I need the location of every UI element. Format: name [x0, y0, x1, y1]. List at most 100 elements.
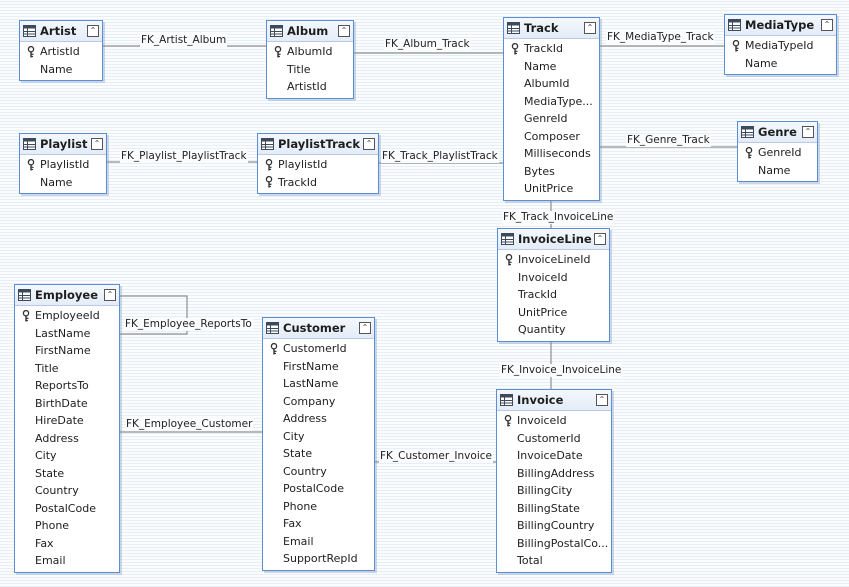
table-header[interactable]: Artist⌃ — [20, 21, 102, 42]
key-slot — [271, 45, 285, 58]
column-row[interactable]: InvoiceLineId — [498, 251, 609, 269]
column-row[interactable]: LastName — [263, 375, 374, 393]
collapse-icon[interactable]: ⌃ — [594, 233, 606, 245]
column-row[interactable]: UnitPrice — [498, 304, 609, 322]
column-row[interactable]: Country — [15, 482, 119, 500]
column-row[interactable]: City — [15, 447, 119, 465]
column-row[interactable]: PlaylistId — [258, 156, 378, 174]
column-row[interactable]: Name — [20, 61, 102, 79]
column-row[interactable]: Name — [20, 174, 106, 192]
column-row[interactable]: InvoiceDate — [497, 447, 611, 465]
collapse-icon[interactable]: ⌃ — [104, 289, 116, 301]
column-row[interactable]: HireDate — [15, 412, 119, 430]
table-header[interactable]: Playlist⌃ — [20, 134, 106, 155]
column-row[interactable]: Title — [267, 61, 353, 79]
column-row[interactable]: Name — [738, 162, 817, 180]
column-row[interactable]: MediaType... — [504, 93, 599, 111]
column-row[interactable]: EmployeeId — [15, 307, 119, 325]
column-row[interactable]: AlbumId — [504, 75, 599, 93]
column-row[interactable]: BillingState — [497, 500, 611, 518]
column-row[interactable]: Total — [497, 552, 611, 570]
column-row[interactable]: BillingCity — [497, 482, 611, 500]
column-row[interactable]: Email — [263, 533, 374, 551]
column-row[interactable]: Bytes — [504, 163, 599, 181]
column-row[interactable]: Composer — [504, 128, 599, 146]
table-header[interactable]: Customer⌃ — [263, 318, 374, 339]
column-row[interactable]: Phone — [263, 498, 374, 516]
collapse-icon[interactable]: ⌃ — [584, 22, 596, 34]
column-row[interactable]: Title — [15, 360, 119, 378]
column-row[interactable]: SupportRepId — [263, 550, 374, 568]
column-row[interactable]: TrackId — [504, 40, 599, 58]
column-row[interactable]: ArtistId — [20, 43, 102, 61]
column-row[interactable]: PostalCode — [15, 500, 119, 518]
column-row[interactable]: MediaTypeId — [725, 37, 836, 55]
column-name: Fax — [283, 517, 302, 531]
table-header[interactable]: MediaType⌃ — [725, 15, 836, 36]
collapse-icon[interactable]: ⌃ — [338, 25, 350, 37]
column-row[interactable]: PostalCode — [263, 480, 374, 498]
column-row[interactable]: Company — [263, 393, 374, 411]
table-header[interactable]: Invoice⌃ — [497, 390, 611, 411]
column-row[interactable]: FirstName — [263, 358, 374, 376]
column-row[interactable]: State — [263, 445, 374, 463]
collapse-icon[interactable]: ⌃ — [802, 126, 814, 138]
column-row[interactable]: GenreId — [738, 144, 817, 162]
column-row[interactable]: ArtistId — [267, 78, 353, 96]
column-row[interactable]: Address — [15, 430, 119, 448]
collapse-icon[interactable]: ⌃ — [91, 138, 103, 150]
column-row[interactable]: InvoiceId — [498, 269, 609, 287]
column-row[interactable]: Name — [725, 55, 836, 73]
collapse-icon[interactable]: ⌃ — [359, 322, 371, 334]
column-row[interactable]: State — [15, 465, 119, 483]
collapse-icon[interactable]: ⌃ — [821, 19, 833, 31]
column-row[interactable]: FirstName — [15, 342, 119, 360]
column-row[interactable]: CustomerId — [263, 340, 374, 358]
column-row[interactable]: Name — [504, 58, 599, 76]
table-header[interactable]: InvoiceLine⌃ — [498, 229, 609, 250]
column-row[interactable]: BillingCountry — [497, 517, 611, 535]
column-row[interactable]: Fax — [263, 515, 374, 533]
table-header[interactable]: Genre⌃ — [738, 122, 817, 143]
table-header[interactable]: PlaylistTrack⌃ — [258, 134, 378, 155]
column-row[interactable]: BillingPostalCo... — [497, 535, 611, 553]
column-row[interactable]: LastName — [15, 325, 119, 343]
column-row[interactable]: TrackId — [498, 286, 609, 304]
column-row[interactable]: ReportsTo — [15, 377, 119, 395]
column-row[interactable]: Email — [15, 552, 119, 570]
column-row[interactable]: Phone — [15, 517, 119, 535]
column-row[interactable]: TrackId — [258, 174, 378, 192]
table-header[interactable]: Employee⌃ — [15, 285, 119, 306]
column-row[interactable]: GenreId — [504, 110, 599, 128]
collapse-icon[interactable]: ⌃ — [87, 25, 99, 37]
column-row[interactable]: Address — [263, 410, 374, 428]
column-row[interactable]: AlbumId — [267, 43, 353, 61]
column-row[interactable]: Milliseconds — [504, 145, 599, 163]
column-row[interactable]: BirthDate — [15, 395, 119, 413]
column-row[interactable]: UnitPrice — [504, 180, 599, 198]
column-row[interactable]: BillingAddress — [497, 465, 611, 483]
collapse-icon[interactable]: ⌃ — [363, 138, 375, 150]
column-row[interactable]: InvoiceId — [497, 412, 611, 430]
table-header[interactable]: Track⌃ — [504, 18, 599, 39]
column-row[interactable]: City — [263, 428, 374, 446]
column-row[interactable]: Country — [263, 463, 374, 481]
column-name: Total — [517, 554, 543, 568]
collapse-icon[interactable]: ⌃ — [596, 394, 608, 406]
column-row[interactable]: Quantity — [498, 321, 609, 339]
column-row[interactable]: PlaylistId — [20, 156, 106, 174]
table-header[interactable]: Album⌃ — [267, 21, 353, 42]
column-row[interactable]: CustomerId — [497, 430, 611, 448]
column-row[interactable]: Fax — [15, 535, 119, 553]
